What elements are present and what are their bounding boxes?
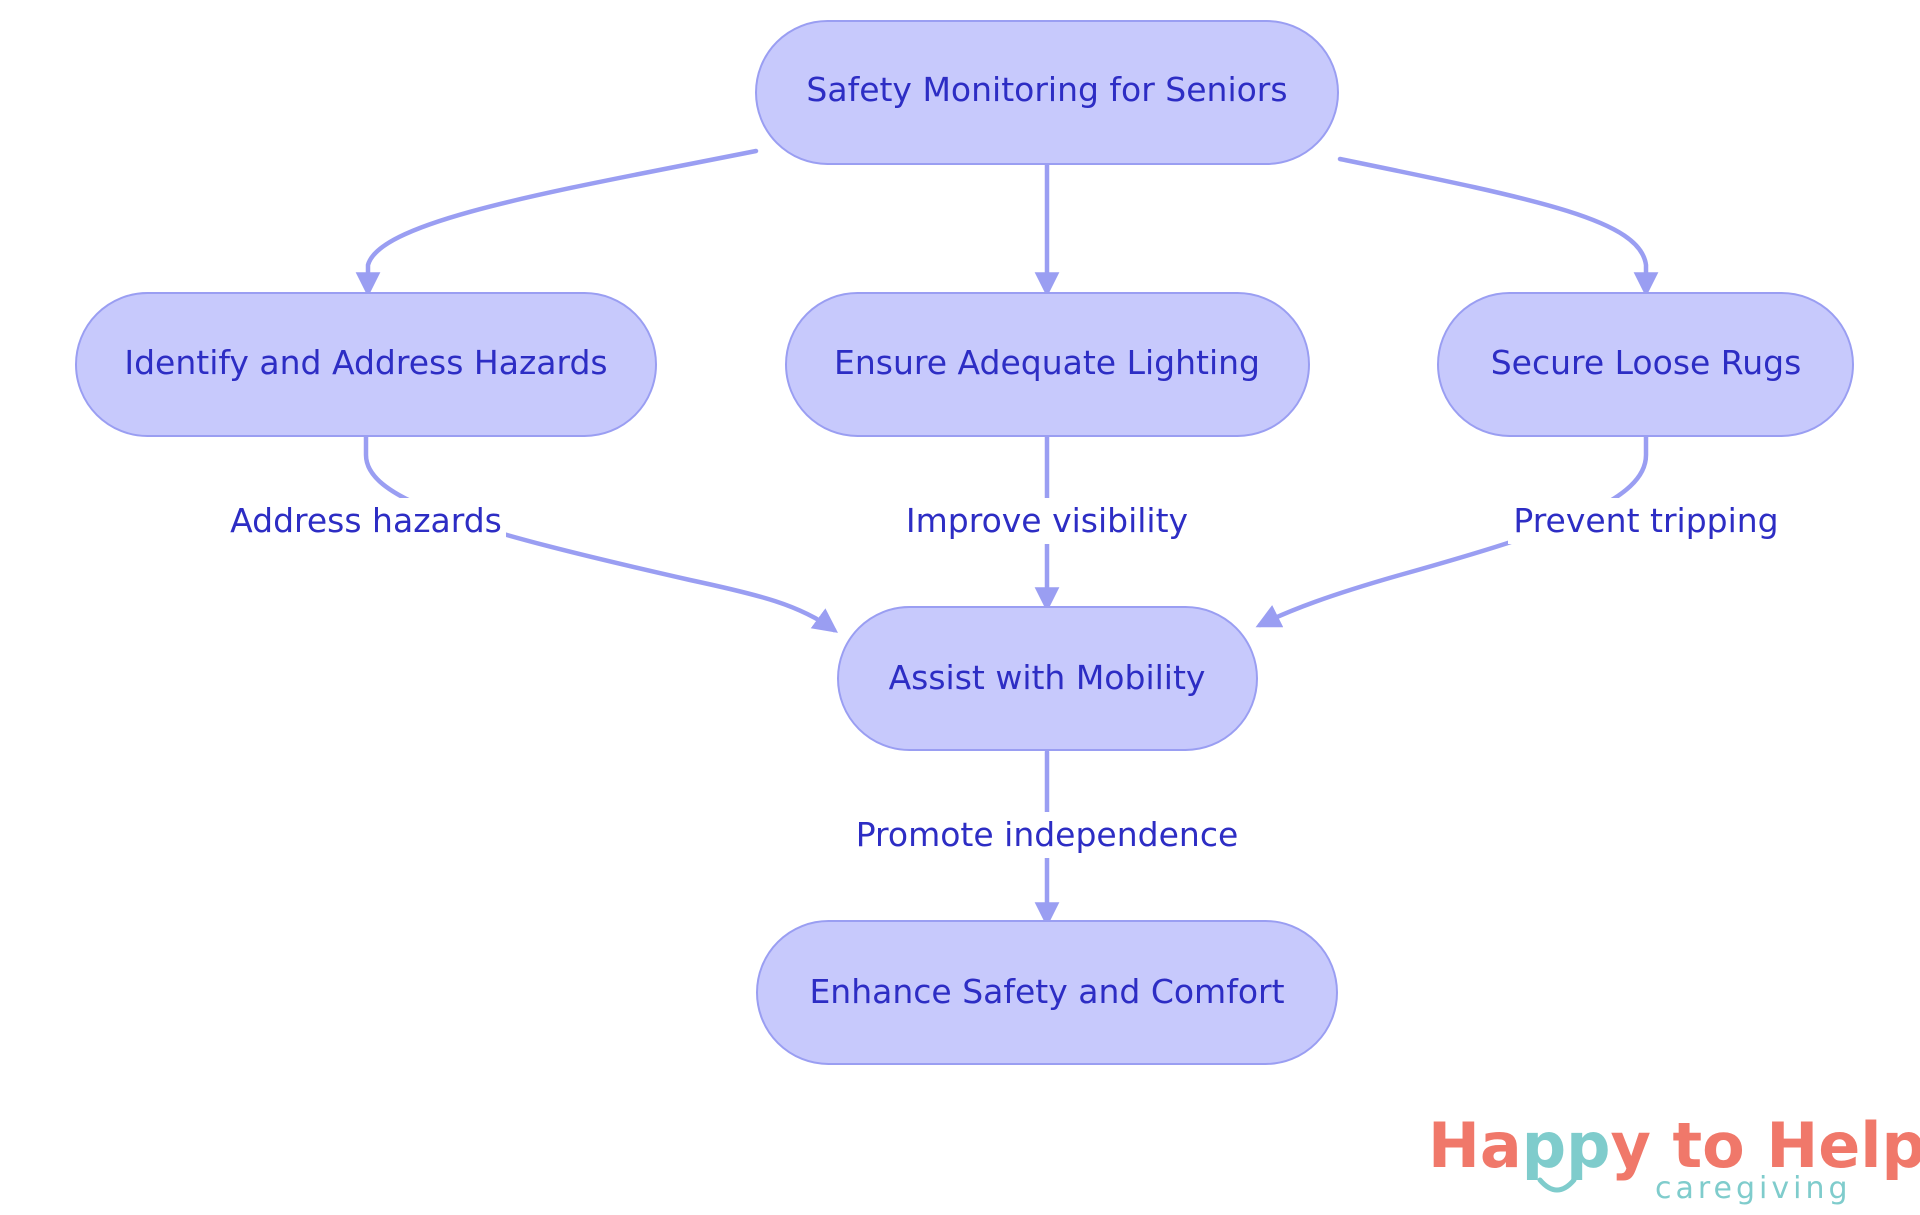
node-rugs-label: Secure Loose Rugs [1491, 343, 1802, 382]
node-hazards: Identify and Address Hazards [75, 292, 657, 437]
edge-hazards-to-mobility [363, 434, 838, 633]
node-hazards-label: Identify and Address Hazards [124, 343, 607, 382]
node-lighting: Ensure Adequate Lighting [785, 292, 1310, 437]
logo-wordmark: Happy to Help [1428, 1109, 1920, 1182]
edge-label-bg [852, 812, 1242, 858]
node-rugs: Secure Loose Rugs [1437, 292, 1854, 437]
edge-label-prevent-tripping: Prevent tripping [1513, 501, 1778, 540]
edge-root-to-rugs [1337, 156, 1659, 297]
node-lighting-label: Ensure Adequate Lighting [834, 343, 1260, 382]
logo-smile-icon [1537, 1177, 1577, 1193]
edge-label-improve-visibility: Improve visibility [906, 501, 1188, 540]
node-root-shape [755, 20, 1339, 165]
edge-label-promote-independence: Promote independence [856, 815, 1239, 854]
edge-rugs-to-mobility [1255, 434, 1649, 628]
node-rugs-shape [1437, 292, 1854, 437]
logo-tagline: caregiving [1655, 1171, 1852, 1206]
edge-label-bg [908, 498, 1186, 544]
edge-root-to-hazards [355, 148, 759, 297]
logo: Happy to Help caregiving [1428, 1109, 1920, 1206]
node-hazards-shape [75, 292, 657, 437]
node-mobility-label: Assist with Mobility [889, 658, 1206, 697]
edge-labels: Address hazards Improve visibility Preve… [226, 498, 1784, 858]
node-root: Safety Monitoring for Seniors [755, 20, 1339, 165]
edge-label-address-hazards: Address hazards [230, 501, 502, 540]
node-outcome: Enhance Safety and Comfort [756, 920, 1338, 1065]
node-lighting-shape [785, 292, 1310, 437]
edge-label-bg [1508, 498, 1784, 544]
edge-label-bg [226, 498, 506, 544]
node-mobility: Assist with Mobility [837, 606, 1258, 751]
node-root-label: Safety Monitoring for Seniors [806, 70, 1287, 109]
node-outcome-label: Enhance Safety and Comfort [809, 972, 1284, 1011]
node-mobility-shape [837, 606, 1258, 751]
node-outcome-shape [756, 920, 1338, 1065]
